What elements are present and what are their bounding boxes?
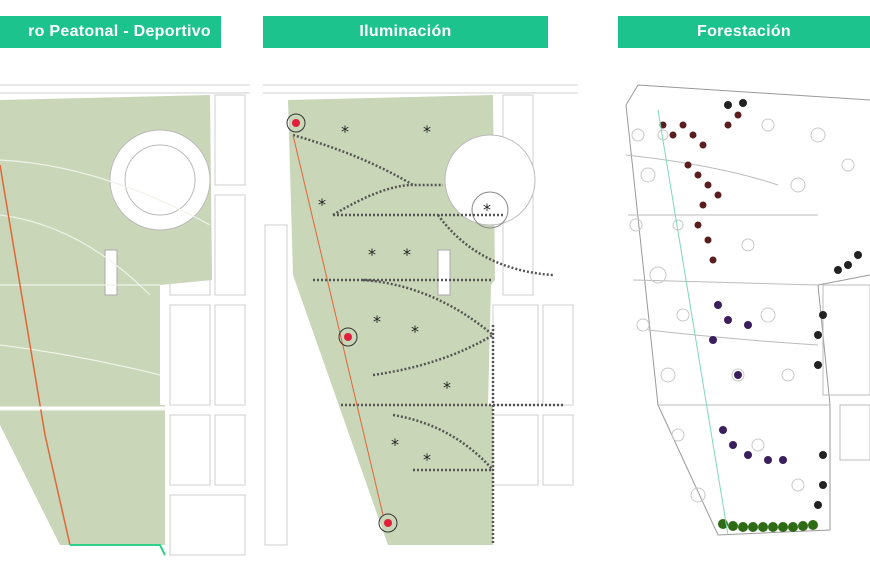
- svg-text:*: *: [411, 322, 419, 341]
- svg-text:*: *: [318, 195, 326, 214]
- trees-red: [659, 111, 742, 264]
- svg-text:*: *: [368, 245, 376, 264]
- svg-text:*: *: [423, 122, 431, 141]
- svg-text:*: *: [443, 378, 451, 397]
- svg-text:*: *: [341, 122, 349, 141]
- svg-text:*: *: [423, 450, 431, 469]
- trees-black: [724, 99, 862, 509]
- header-label: Forestación: [697, 23, 791, 40]
- map-forestacion: [618, 75, 870, 565]
- park-outline: [625, 84, 870, 536]
- header-forestacion: Forestación: [618, 16, 870, 48]
- map-iluminacion: * * * * * * * * * * *: [263, 75, 578, 565]
- header-label: Iluminación: [359, 23, 452, 40]
- header-iluminacion: Iluminación: [263, 16, 548, 48]
- map-recorrido-peatonal: [0, 75, 250, 565]
- trees-purple: [709, 301, 787, 464]
- light-markers: [286, 113, 398, 533]
- svg-text:*: *: [483, 200, 491, 219]
- svg-text:*: *: [391, 435, 399, 454]
- trees-green: [718, 519, 818, 532]
- header-label: ro Peatonal - Deportivo: [28, 23, 211, 40]
- header-recorrido-peatonal: ro Peatonal - Deportivo: [0, 16, 221, 48]
- svg-text:*: *: [403, 245, 411, 264]
- svg-text:*: *: [373, 312, 381, 331]
